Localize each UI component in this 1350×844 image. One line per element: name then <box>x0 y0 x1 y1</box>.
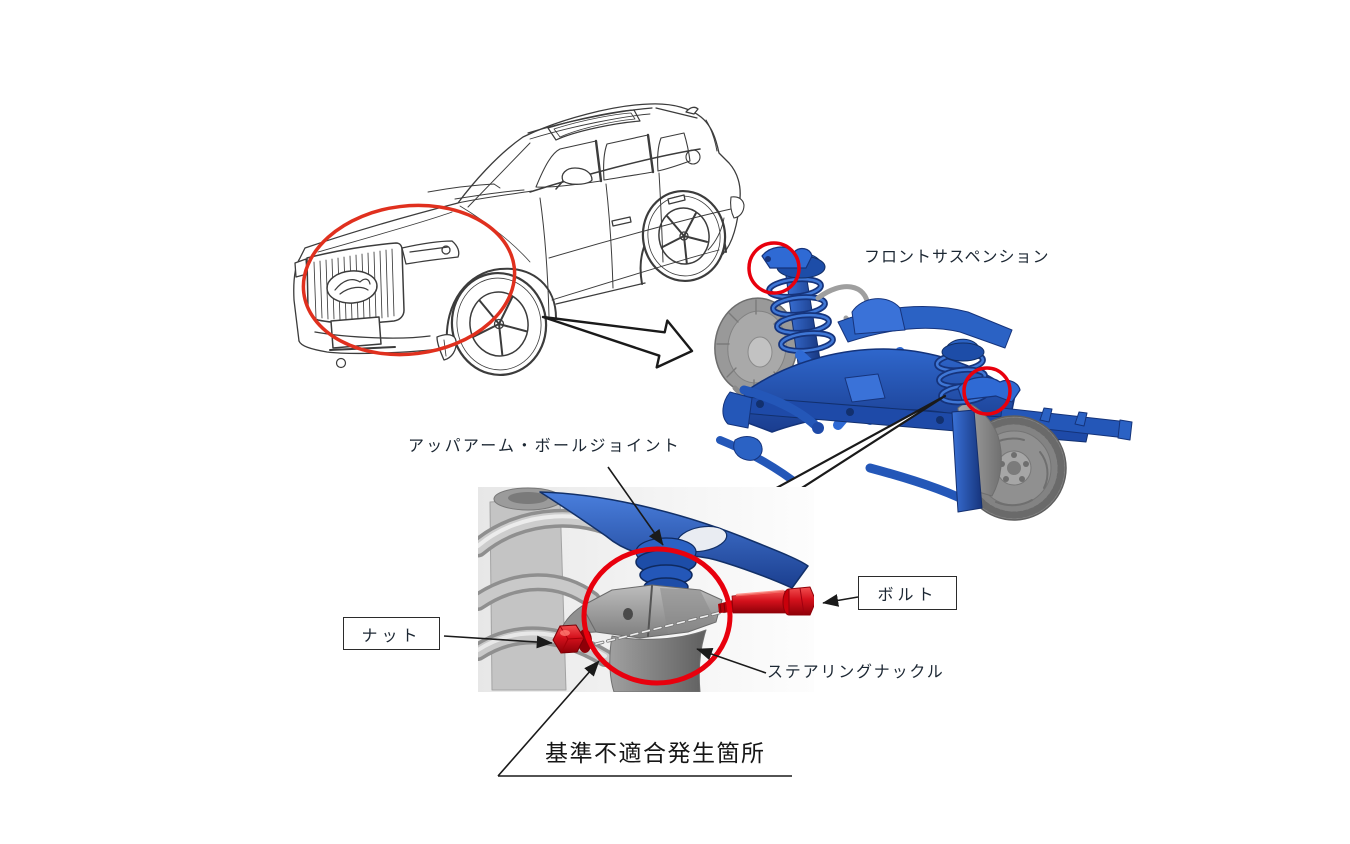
upper-control-arm <box>539 491 809 589</box>
front-suspension-label: フロントサスペンション <box>864 249 1050 266</box>
upper-arm-label-arrow <box>607 466 664 546</box>
nut-callout-box: ナット <box>343 617 440 650</box>
callout-arrows <box>443 466 859 777</box>
door-handle-front <box>611 216 632 227</box>
car-defect-area-ellipse <box>301 203 517 357</box>
bolt-label-arrow <box>822 594 859 607</box>
suspension-defect-circle-right <box>962 366 1012 416</box>
fuel-door <box>685 149 701 165</box>
suspension-defect-circle-left <box>747 241 801 295</box>
upper-arm-ball-joint-label: アッパアーム・ボールジョイント <box>408 438 682 455</box>
car-to-suspension-arrow <box>541 315 694 369</box>
quarter-window <box>657 132 691 172</box>
bolt-callout-box: ボルト <box>858 576 957 610</box>
side-mirror <box>561 167 593 185</box>
mazda-emblem <box>326 270 378 304</box>
bumper-sensor <box>335 357 347 369</box>
sunroof <box>547 109 641 141</box>
right-upper-arm <box>957 376 1021 403</box>
red-bolt <box>718 586 814 616</box>
defect-location-label: 基準不適合発生箇所 <box>545 741 766 766</box>
license-plate <box>330 316 382 349</box>
steering-knuckle-label-arrow <box>696 647 767 674</box>
car-grille <box>306 242 405 324</box>
steering-knuckle-label: ステアリングナックル <box>767 664 945 681</box>
rear-wheel <box>641 189 727 283</box>
ball-joint-detail-photo <box>478 487 814 692</box>
front-wheel <box>450 271 548 377</box>
car-illustration <box>293 103 745 377</box>
car-body-outline <box>293 103 741 342</box>
detail-defect-circle <box>581 546 733 686</box>
nut-label-arrow <box>443 635 553 649</box>
taillight <box>730 196 745 219</box>
shark-fin-antenna <box>685 106 699 115</box>
defect-location-leader-arrow <box>497 660 600 777</box>
door-handle-rear <box>667 194 686 205</box>
front-suspension-illustration <box>714 246 1133 521</box>
rear-door-window <box>603 134 654 181</box>
